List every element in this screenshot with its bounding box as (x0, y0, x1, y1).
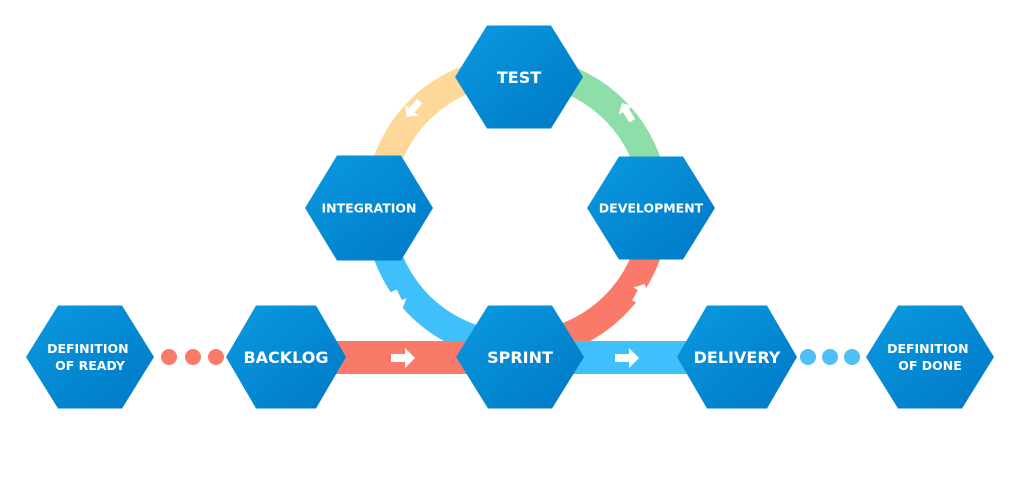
node-label-line: DEFINITION (887, 341, 968, 356)
node-definition-of-ready: DEFINITION OF READY (26, 305, 154, 409)
hexagon-shape (26, 305, 154, 409)
arrow-right-icon (391, 348, 415, 368)
node-label: INTEGRATION (321, 201, 416, 216)
node-label-line: BACKLOG (243, 348, 328, 367)
arrow-down-right-icon (390, 289, 407, 310)
node-label: DEFINITION OF READY (47, 341, 133, 373)
hexagon-shape (455, 25, 583, 129)
hexagon-shape (456, 305, 584, 409)
dot (185, 349, 201, 365)
dot (800, 349, 816, 365)
arrow-up-right-icon (632, 283, 649, 304)
node-label-line: OF READY (55, 358, 126, 373)
arrow-right-icon (615, 348, 639, 368)
dot (161, 349, 177, 365)
node-backlog: BACKLOG (226, 305, 346, 409)
node-label: BACKLOG (243, 348, 328, 367)
dot (822, 349, 838, 365)
node-integration: INTEGRATION (305, 155, 433, 261)
hexagon-shape (226, 305, 346, 409)
node-label-line: DEFINITION (47, 341, 128, 356)
node-label: TEST (497, 68, 541, 87)
dots-delivery-to-done (800, 349, 860, 365)
node-label-line: INTEGRATION (321, 201, 416, 216)
node-delivery: DELIVERY (677, 305, 797, 409)
node-development: DEVELOPMENT (587, 156, 715, 260)
hexagon-shape (677, 305, 797, 409)
dot (208, 349, 224, 365)
node-label-line: DELIVERY (694, 348, 781, 367)
dot (844, 349, 860, 365)
hexagon-shape (305, 155, 433, 261)
node-label-line: SPRINT (487, 348, 553, 367)
node-label-line: OF DONE (898, 358, 962, 373)
arrow-down-left-icon (405, 99, 423, 117)
dots-ready-to-backlog (161, 349, 224, 365)
node-label-line: TEST (497, 68, 541, 87)
hexagon-shape (866, 305, 994, 409)
node-label: SPRINT (487, 348, 553, 367)
node-definition-of-done: DEFINITION OF DONE (866, 305, 994, 409)
node-label: DEFINITION OF DONE (887, 341, 973, 373)
node-label-line: DEVELOPMENT (599, 201, 704, 216)
node-test: TEST (455, 25, 583, 129)
hexagon-shape (587, 156, 715, 260)
node-sprint: SPRINT (456, 305, 584, 409)
node-label: DEVELOPMENT (599, 201, 704, 216)
arrow-up-left-icon (618, 103, 636, 123)
node-label: DELIVERY (694, 348, 781, 367)
